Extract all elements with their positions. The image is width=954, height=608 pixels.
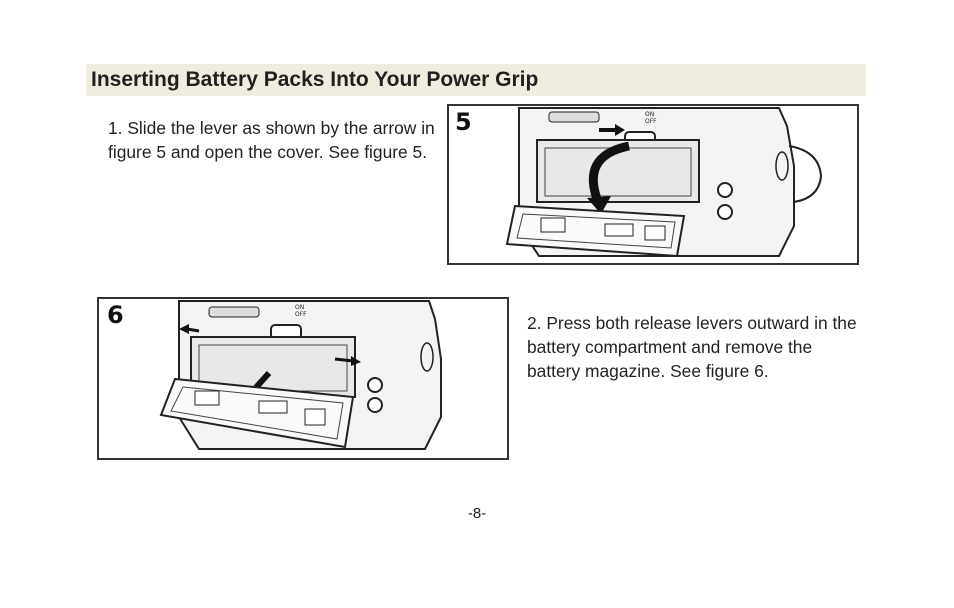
- fig5-switch-on-label: ON: [645, 111, 654, 118]
- figure-6-illustration: 6 ON OFF: [97, 297, 509, 460]
- step-2-instruction: 2. Press both release levers outward in …: [527, 313, 857, 381]
- fig6-switch-on-label: ON: [295, 304, 304, 311]
- fig5-switch-off-label: OFF: [645, 118, 657, 125]
- figure-5-drawing: 5 ON OFF: [455, 107, 823, 258]
- figure-5-illustration: 5 ON OFF: [447, 104, 859, 265]
- page-number: -8-: [467, 505, 487, 522]
- step-1-instruction: 1. Slide the lever as shown by the arrow…: [108, 118, 435, 162]
- figure-5-number: 5: [455, 108, 472, 136]
- section-title: Inserting Battery Packs Into Your Power …: [91, 68, 539, 91]
- figure-6-drawing: 6 ON OFF: [107, 300, 442, 450]
- section-header-bar: Inserting Battery Packs Into Your Power …: [86, 64, 866, 96]
- figure-6-number: 6: [107, 301, 124, 329]
- fig6-switch-off-label: OFF: [295, 311, 307, 318]
